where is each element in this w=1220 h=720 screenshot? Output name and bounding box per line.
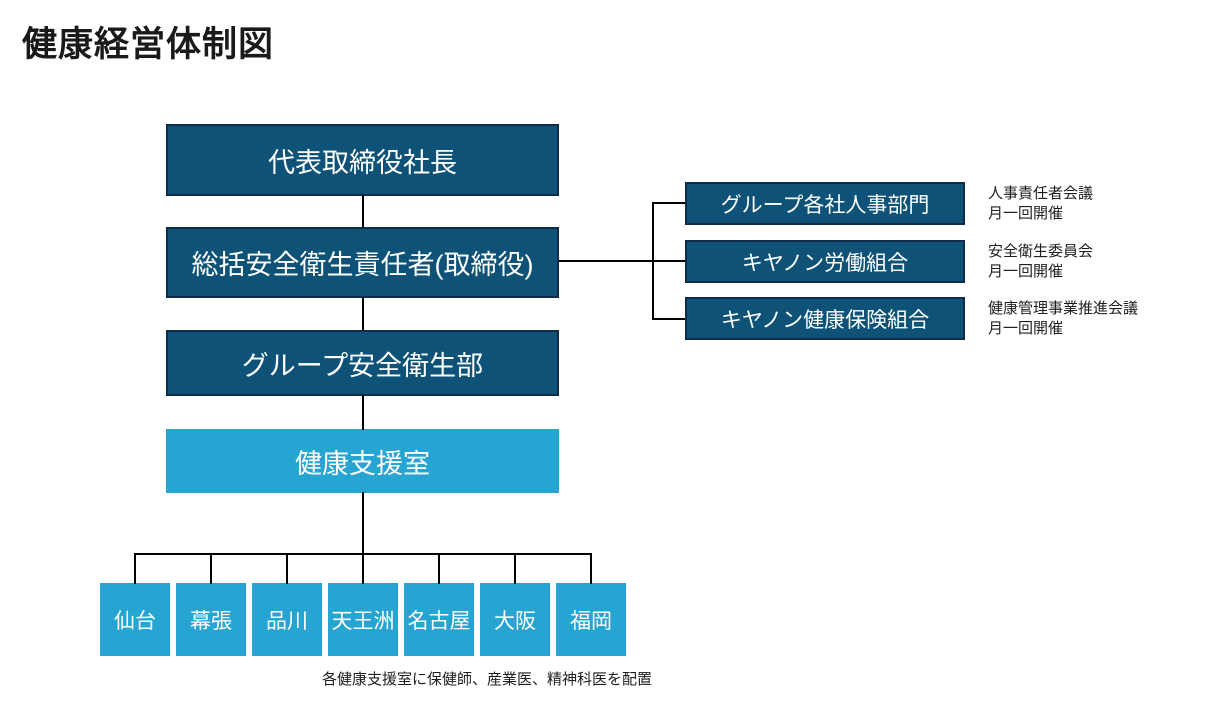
page-title: 健康経営体制図 — [22, 25, 275, 64]
branch-box-sendai: 仙台 — [100, 583, 170, 656]
meeting-note-health-insurance-frequency: 月一回開催 — [988, 319, 1064, 337]
connector-drop-makuhari — [210, 553, 212, 584]
branch-box-shinagawa: 品川 — [252, 583, 322, 656]
meeting-note-labor-union-name: 安全衛生委員会 — [988, 243, 1094, 260]
connector-drop-shinagawa — [286, 553, 288, 584]
footnote: 各健康支援室に保健師、産業医、精神科医を配置 — [322, 671, 653, 688]
org-box-health-support-office: 健康支援室 — [166, 429, 559, 493]
meeting-note-labor-union-frequency: 月一回開催 — [988, 262, 1064, 280]
meeting-note-hr-name: 人事責任者会議 — [988, 185, 1094, 202]
branch-box-makuhari: 幕張 — [176, 583, 246, 656]
branch-box-osaka: 大阪 — [480, 583, 550, 656]
org-box-canon-labor-union: キヤノン労働組合 — [685, 240, 965, 283]
connector-related-vertical — [652, 202, 654, 320]
connector-supervisor-to-dept — [362, 297, 364, 331]
connector-drop-tennozu — [362, 553, 364, 584]
connector-stub-health-insurance — [652, 318, 685, 320]
org-box-group-hr-departments: グループ各社人事部門 — [685, 182, 965, 225]
connector-stub-hr — [652, 202, 685, 204]
org-box-group-safety-health-dept: グループ安全衛生部 — [166, 330, 559, 396]
connector-drop-osaka — [514, 553, 516, 584]
connector-drop-sendai — [134, 553, 136, 584]
meeting-note-labor-union: 安全衛生委員会 月一回開催 — [988, 242, 1093, 282]
connector-drop-nagoya — [438, 553, 440, 584]
org-box-general-safety-health-supervisor: 総括安全衛生責任者(取締役) — [166, 227, 559, 298]
branch-box-tennozu: 天王洲 — [328, 583, 398, 656]
org-box-canon-health-insurance-union: キヤノン健康保険組合 — [685, 297, 965, 340]
connector-drop-fukuoka — [590, 553, 592, 584]
branch-box-nagoya: 名古屋 — [404, 583, 474, 656]
meeting-note-health-insurance-name: 健康管理事業推進会議 — [988, 300, 1139, 317]
meeting-note-hr-frequency: 月一回開催 — [988, 204, 1064, 222]
meeting-note-hr: 人事責任者会議 月一回開催 — [988, 184, 1093, 224]
connector-president-to-supervisor — [362, 195, 364, 228]
meeting-note-health-insurance: 健康管理事業推進会議 月一回開催 — [988, 299, 1138, 339]
connector-supervisor-to-related — [559, 260, 685, 262]
connector-dept-to-office — [362, 395, 364, 430]
branch-box-fukuoka: 福岡 — [556, 583, 626, 656]
connector-office-to-branches — [362, 492, 364, 554]
org-box-president: 代表取締役社長 — [166, 124, 559, 196]
